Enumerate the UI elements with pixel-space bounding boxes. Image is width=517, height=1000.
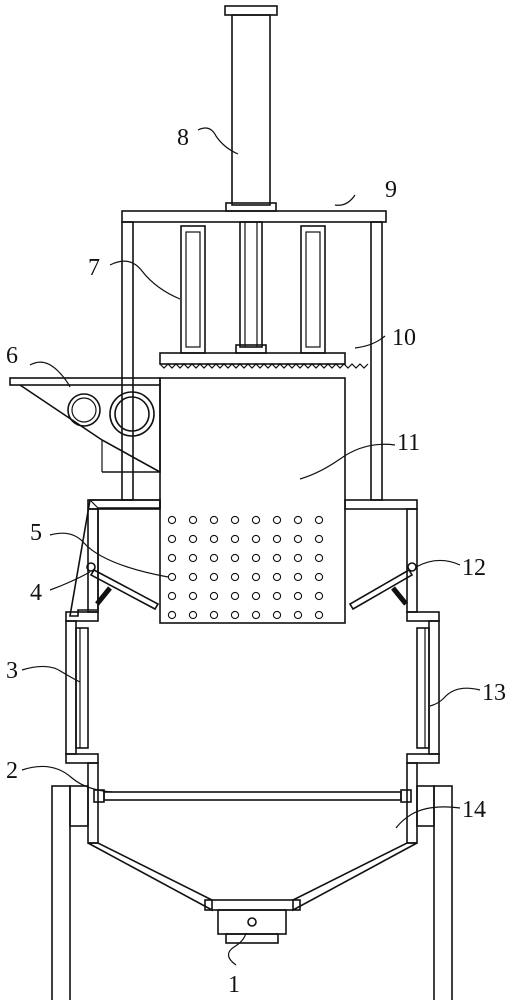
sieve-hole	[293, 553, 303, 563]
sieve-hole	[209, 534, 219, 544]
sieve-hole	[188, 572, 198, 582]
sieve-hole	[230, 572, 240, 582]
label-7: 7	[88, 255, 100, 281]
guide-rods	[180, 225, 326, 354]
sieve-hole	[251, 515, 261, 525]
sieve-hole	[272, 610, 282, 620]
sieve-hole	[209, 515, 219, 525]
sieve-hole	[188, 610, 198, 620]
sieve-hole	[230, 553, 240, 563]
sieve-hole	[209, 610, 219, 620]
sieve-hole	[251, 534, 261, 544]
sieve-hole	[209, 591, 219, 601]
label-6: 6	[6, 343, 18, 369]
label-10: 10	[392, 325, 416, 351]
side-windows	[75, 627, 430, 749]
label-3: 3	[6, 658, 18, 684]
sieve-hole	[230, 515, 240, 525]
sieve-hole	[251, 572, 261, 582]
sieve-hole	[230, 610, 240, 620]
outlet-valve	[204, 899, 301, 944]
pressing-plate	[159, 352, 369, 369]
vessel-wall	[65, 499, 440, 912]
label-13: 13	[482, 680, 506, 706]
upper-frame	[121, 210, 387, 501]
sieve-hole	[167, 553, 177, 563]
label-2: 2	[6, 758, 18, 784]
press-box	[159, 377, 346, 624]
sieve-hole	[167, 610, 177, 620]
label-1: 1	[228, 972, 240, 998]
label-4: 4	[30, 580, 42, 606]
part-labels: 8 9 7 10 6 11 5 12 4 3 13 2 14 1	[6, 125, 506, 998]
sieve-hole	[167, 591, 177, 601]
sieve-hole	[167, 572, 177, 582]
sieve-hole	[272, 572, 282, 582]
sieve-hole	[314, 572, 324, 582]
label-12: 12	[462, 555, 486, 581]
sieve-hole	[251, 610, 261, 620]
label-8: 8	[177, 125, 189, 151]
sieve-hole	[209, 572, 219, 582]
crushing-rollers	[67, 391, 155, 437]
sieve-hole	[272, 515, 282, 525]
support-legs	[51, 785, 453, 1000]
sieve-hole	[314, 591, 324, 601]
label-14: 14	[462, 797, 486, 823]
sieve-hole	[293, 610, 303, 620]
sieve-hole	[314, 553, 324, 563]
sieve-hole	[188, 591, 198, 601]
sieve-hole	[167, 515, 177, 525]
sieve-hole	[188, 553, 198, 563]
sieve-hole	[251, 591, 261, 601]
sieve-hole	[209, 553, 219, 563]
piston-rod	[235, 221, 267, 354]
sieve-hole	[230, 534, 240, 544]
label-11: 11	[397, 430, 420, 456]
sieve-hole	[272, 534, 282, 544]
sieve-hole	[314, 515, 324, 525]
label-5: 5	[30, 520, 42, 546]
sieve-hole	[167, 534, 177, 544]
hydraulic-cylinder	[224, 5, 278, 212]
sieve-holes	[167, 515, 324, 620]
sieve-hole	[293, 591, 303, 601]
sieve-hole	[293, 515, 303, 525]
label-9: 9	[385, 177, 397, 203]
filter-screen	[93, 789, 412, 803]
sieve-hole	[293, 534, 303, 544]
leader-lines	[21, 127, 481, 966]
sieve-hole	[251, 553, 261, 563]
sieve-hole	[272, 591, 282, 601]
sieve-hole	[293, 572, 303, 582]
sieve-hole	[314, 610, 324, 620]
sieve-hole	[188, 534, 198, 544]
sieve-hole	[272, 553, 282, 563]
sieve-hole	[230, 591, 240, 601]
sieve-hole	[188, 515, 198, 525]
sieve-hole	[314, 534, 324, 544]
